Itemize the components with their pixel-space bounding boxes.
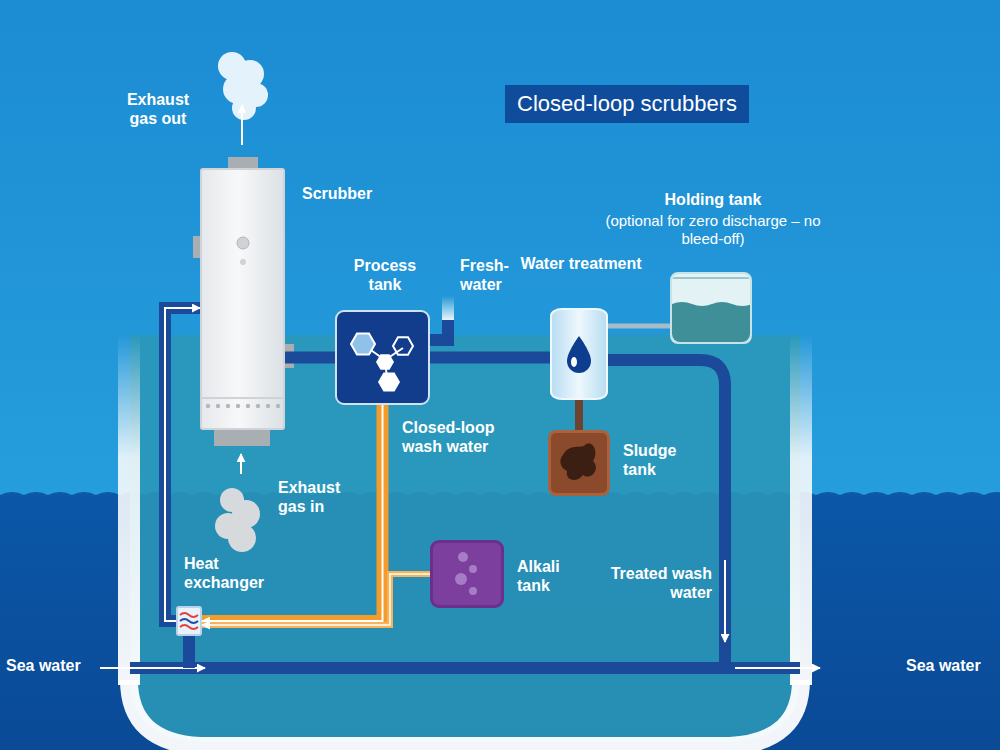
alkali-tank: Alkali tank	[430, 540, 504, 608]
pipe	[430, 357, 550, 358]
pipe	[579, 400, 580, 430]
process-tank: Process tank	[335, 310, 430, 405]
hull-bottom	[129, 680, 801, 746]
node-icon	[202, 170, 283, 428]
node-note: (optional for zero discharge – no bleed-…	[603, 212, 823, 248]
exhaust-label: Exhaust gas in	[278, 478, 358, 516]
node-icon	[178, 608, 200, 634]
pipe-label: Treated wash water	[596, 564, 712, 602]
hull-side	[118, 335, 140, 685]
node-label: Holding tank	[603, 190, 823, 209]
node-icon	[551, 433, 607, 493]
hull-side	[790, 335, 812, 685]
fresh-water-inlet	[442, 296, 454, 320]
flow-arrow	[165, 308, 200, 621]
sludge-tank: Sludge tank	[548, 430, 610, 496]
node-icon	[433, 543, 501, 605]
treated-water-pipe	[608, 360, 725, 668]
node-icon	[672, 274, 750, 342]
scrubber-base	[214, 428, 270, 446]
exhaust-arrow	[241, 105, 243, 145]
pipe-body	[165, 308, 200, 621]
pipe	[165, 308, 200, 621]
node-label: Sludge tank	[623, 441, 693, 479]
pipe-body	[285, 352, 335, 364]
node-label: Scrubber	[302, 184, 402, 203]
node-label: Water treatment	[520, 254, 642, 273]
exhaust-label: Exhaust gas out	[112, 90, 204, 128]
node-icon	[552, 310, 606, 398]
node-icon	[337, 312, 428, 403]
pipe	[183, 636, 195, 668]
flow-arrow	[735, 667, 820, 669]
title-box: Closed-loop scrubbers	[505, 85, 749, 123]
scrubber-tower: Scrubber	[200, 168, 285, 430]
sea-water-label: Sea water	[6, 656, 96, 675]
pipe-label: Closed-loop wash water	[402, 418, 527, 456]
pipe	[608, 326, 670, 327]
pipe-body	[575, 400, 583, 430]
sea-water-label: Sea water	[906, 656, 996, 675]
node-label: Alkali tank	[517, 557, 587, 595]
flow-arrow	[724, 560, 726, 642]
exhaust-cloud-in	[215, 488, 260, 552]
node-label: Process tank	[345, 256, 425, 294]
fresh-water-pipe	[430, 320, 448, 340]
exhaust-arrow	[240, 454, 242, 474]
holding-tank: Holding tank(optional for zero discharge…	[670, 272, 752, 344]
pipe-label: Fresh-water	[460, 256, 518, 294]
pipe-body	[430, 352, 550, 364]
pipe	[285, 357, 335, 358]
node-label: Heat exchanger	[184, 554, 284, 592]
water-treatment-unit: Water treatment	[550, 308, 608, 400]
heat-exchanger: Heat exchanger	[176, 606, 202, 636]
sea-water-pipe	[130, 662, 800, 674]
pipe-body	[608, 324, 670, 329]
